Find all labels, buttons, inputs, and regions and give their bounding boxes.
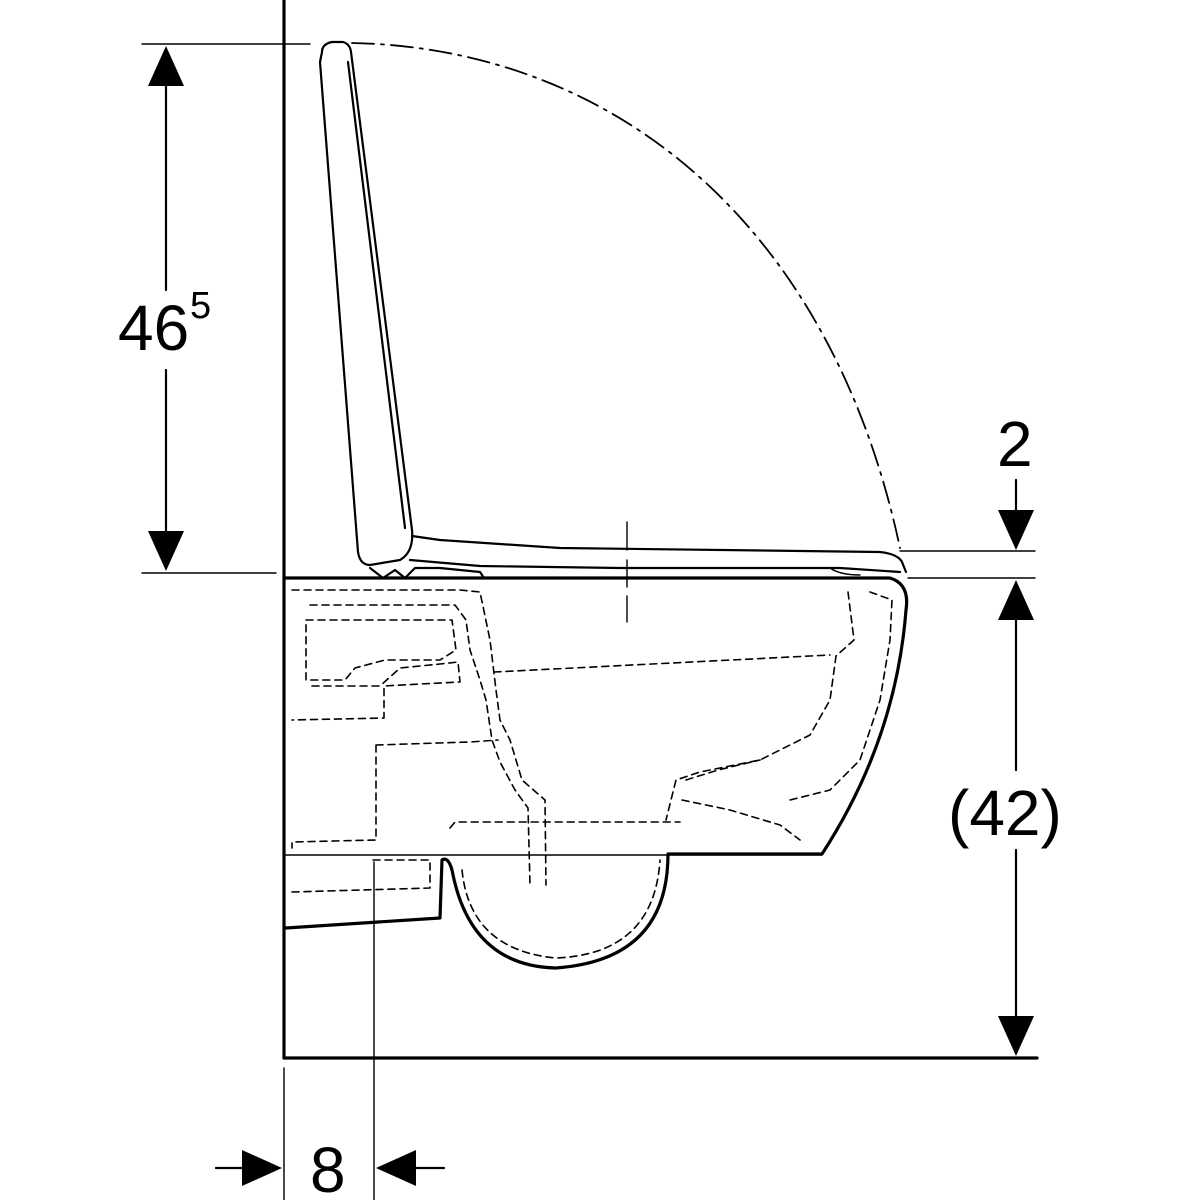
- water-inlet-channel: [305, 619, 457, 681]
- wall-offset-arrow-right: [376, 1150, 416, 1186]
- wall-offset-value: 8: [310, 1134, 346, 1200]
- lid-height-superscript: 5: [190, 285, 211, 327]
- lid-swing-arc: [351, 42, 901, 549]
- bowl-rim-lower: [829, 567, 861, 576]
- bowl-height-arrow-top: [998, 580, 1034, 620]
- wall-and-floor: [282, 0, 1039, 1060]
- bowl-height-value: (42): [948, 777, 1062, 849]
- toilet-bowl: [282, 567, 909, 970]
- lid-outline: [318, 40, 414, 567]
- trap-bottom-curve: [461, 859, 661, 959]
- seat-bottom-line: [408, 558, 902, 574]
- bowl-height-arrow-bottom: [998, 1016, 1034, 1056]
- seat-gap-arrow-down: [998, 510, 1034, 550]
- lid-height-arrow-bottom: [148, 531, 184, 571]
- seat-gap-value: 2: [997, 408, 1033, 480]
- trap-inner-channel: [309, 604, 531, 886]
- dimension-lid-height: 46 5: [118, 43, 311, 574]
- lid-inner-edge: [346, 60, 407, 530]
- seat-top-line: [410, 534, 908, 574]
- lid-height-value: 46: [118, 292, 189, 364]
- dimension-bowl-height: (42): [948, 580, 1062, 1056]
- base-pipe: [291, 859, 431, 893]
- lid-height-arrow-top: [148, 46, 184, 86]
- toilet-lid-open: [318, 40, 486, 580]
- inlet-lower-channel: [291, 661, 461, 721]
- toilet-seat: [408, 521, 908, 623]
- outlet-channel: [291, 739, 681, 849]
- trap-upper-channel: [291, 589, 547, 886]
- bowl-inner-wall-2: [789, 591, 893, 801]
- dimension-wall-offset: 8: [214, 861, 446, 1200]
- dimension-seat-gap: 2: [899, 408, 1036, 579]
- flush-rim-line: [493, 654, 831, 673]
- bowl-shelf: [681, 759, 801, 841]
- bowl-inner-wall: [665, 591, 855, 821]
- wall-offset-arrow-left: [242, 1150, 282, 1186]
- bowl-outer-outline: [282, 576, 909, 970]
